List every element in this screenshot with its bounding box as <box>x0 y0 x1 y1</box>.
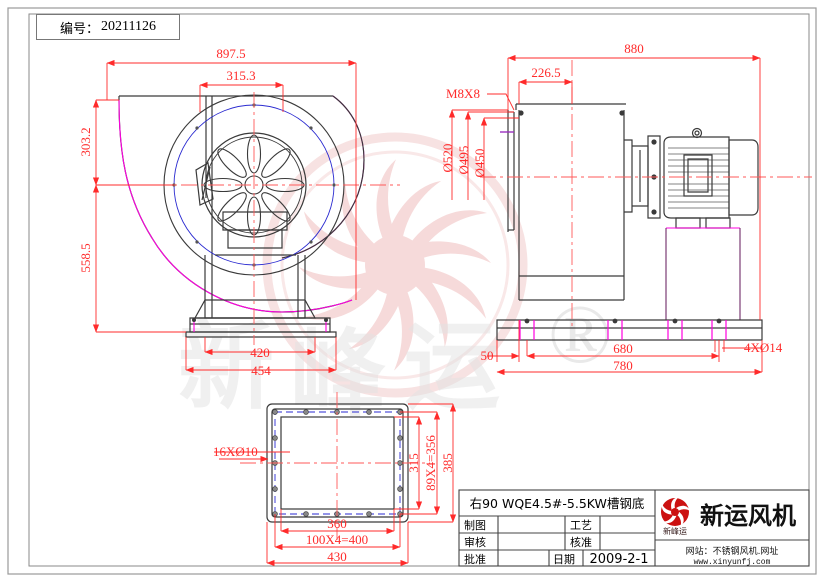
dim-base-length: 780 <box>613 358 633 373</box>
part-title: 右90 WQE4.5#-5.5KW槽钢底 <box>470 496 645 511</box>
dim-base-outer: 454 <box>251 363 271 378</box>
dim-pitch-vertical: 89X4=356 <box>423 435 438 491</box>
dim-edge-offset: 50 <box>481 348 494 363</box>
label-process: 工艺 <box>570 519 592 532</box>
dim-base-inner: 420 <box>250 345 270 360</box>
left-view-fan-front <box>118 94 365 338</box>
dim-inner-height: 315 <box>406 453 421 473</box>
logo-caption: 新峰运 <box>663 526 687 536</box>
label-drawn-by: 制图 <box>464 519 486 532</box>
label-approve: 批准 <box>464 552 486 566</box>
right-view-fan-side <box>496 103 763 341</box>
drawing-code-value: 20211126 <box>101 19 156 34</box>
dim-inner-width: 360 <box>327 516 347 531</box>
label-date: 日期 <box>553 553 575 566</box>
sheet-inner-border <box>28 13 810 567</box>
dim-outer-height: 385 <box>440 453 455 473</box>
website-url: www.xinyunfj.com <box>694 558 771 567</box>
label-checked-by: 审核 <box>464 535 486 549</box>
dimension-group-bottom-view <box>214 403 457 567</box>
dim-thread-note: M8X8 <box>446 86 480 101</box>
title-block <box>458 489 810 567</box>
dimension-group-left-view <box>92 59 357 374</box>
company-logo-icon <box>661 497 690 526</box>
drawing-code-box: 编号： 20211126 <box>36 14 180 40</box>
dim-upper-height: 303.2 <box>78 127 93 156</box>
dim-hole-note-right: 4XØ14 <box>744 340 783 355</box>
label-approved-std: 核准 <box>570 535 592 549</box>
dim-outer-width: 430 <box>327 549 347 564</box>
dim-overall-width: 897.5 <box>216 46 245 61</box>
watermark-registered-icon: ® <box>548 288 612 381</box>
drawing-code-label: 编号： <box>60 21 100 37</box>
sheet-border <box>7 7 817 575</box>
website-label: 网站：不锈钢风机.网址 <box>686 545 779 557</box>
dim-overall-length: 880 <box>624 41 644 56</box>
dim-housing-width: 226.5 <box>531 65 560 80</box>
dim-bolt-span: 680 <box>613 341 633 356</box>
dim-dia-outer: Ø520 <box>440 144 455 173</box>
dim-dia-inner: Ø450 <box>472 149 487 178</box>
dim-dia-mid: Ø495 <box>456 146 471 175</box>
dim-hole-note-bottom: 16XØ10 <box>213 444 258 459</box>
value-date: 2009-2-1 <box>589 552 648 567</box>
dimension-group-right-view <box>448 54 763 376</box>
dim-pitch-horizontal: 100X4=400 <box>306 532 368 547</box>
company-name: 新运风机 <box>700 502 796 530</box>
dim-lower-height: 558.5 <box>78 243 93 272</box>
dim-inlet-offset: 315.3 <box>226 68 255 83</box>
fan-watermark-icon <box>262 132 528 398</box>
